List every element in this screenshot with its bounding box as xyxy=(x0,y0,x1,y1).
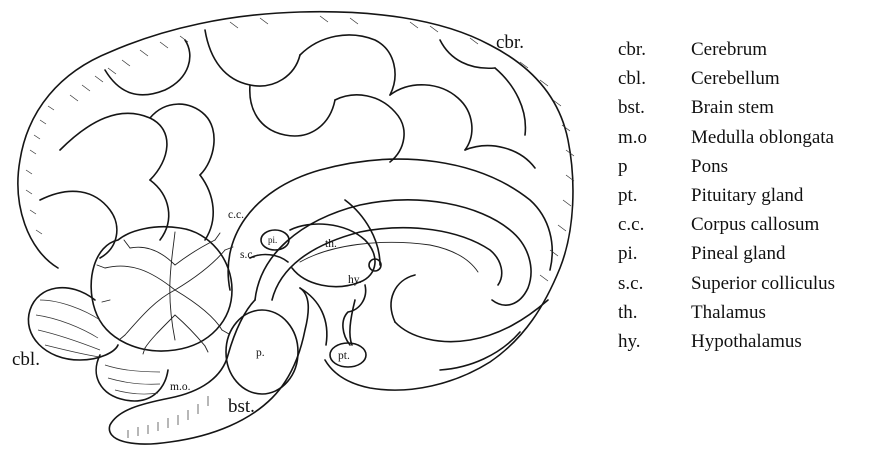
legend-name: Brain stem xyxy=(691,93,774,122)
legend-abbr: s.c. xyxy=(618,269,691,298)
label-sc: s.c. xyxy=(240,249,255,261)
legend-abbr: th. xyxy=(618,298,691,327)
legend-name: Pineal gland xyxy=(691,239,785,268)
legend-row: pi. Pineal gland xyxy=(618,239,874,268)
legend-row: bst. Brain stem xyxy=(618,93,874,122)
legend: cbr. Cerebrum cbl. Cerebellum bst. Brain… xyxy=(618,35,874,356)
legend-name: Medulla oblongata xyxy=(691,123,834,152)
legend-name: Cerebellum xyxy=(691,64,780,93)
brainstem-drawing xyxy=(109,288,327,444)
cerebellum-drawing xyxy=(28,227,233,401)
label-cc: c.c. xyxy=(228,209,244,221)
label-pt: pt. xyxy=(338,350,350,362)
legend-row: s.c. Superior colliculus xyxy=(618,269,874,298)
legend-abbr: hy. xyxy=(618,327,691,356)
legend-name: Pons xyxy=(691,152,728,181)
legend-abbr: p xyxy=(618,152,691,181)
legend-name: Pituitary gland xyxy=(691,181,803,210)
legend-abbr: cbr. xyxy=(618,35,691,64)
label-th: th. xyxy=(325,238,337,250)
legend-name: Hypothalamus xyxy=(691,327,802,356)
legend-abbr: bst. xyxy=(618,93,691,122)
label-cbl: cbl. xyxy=(12,349,40,370)
cerebrum-drawing xyxy=(18,12,574,390)
legend-abbr: m.o xyxy=(618,123,691,152)
legend-row: hy. Hypothalamus xyxy=(618,327,874,356)
legend-abbr: pt. xyxy=(618,181,691,210)
label-hy: hy. xyxy=(348,274,362,286)
brain-sagittal-diagram: cbr. cbl. bst. m.o. p. pt. c.c. pi. s.c.… xyxy=(0,0,600,450)
legend-abbr: cbl. xyxy=(618,64,691,93)
legend-abbr: c.c. xyxy=(618,210,691,239)
label-p: p. xyxy=(256,347,265,359)
legend-row: cbl. Cerebellum xyxy=(618,64,874,93)
legend-row: th. Thalamus xyxy=(618,298,874,327)
legend-row: p Pons xyxy=(618,152,874,181)
legend-name: Superior colliculus xyxy=(691,269,835,298)
legend-abbr: pi. xyxy=(618,239,691,268)
legend-row: cbr. Cerebrum xyxy=(618,35,874,64)
legend-name: Corpus callosum xyxy=(691,210,819,239)
legend-row: m.o Medulla oblongata xyxy=(618,123,874,152)
label-pi: pi. xyxy=(268,235,277,245)
legend-row: pt. Pituitary gland xyxy=(618,181,874,210)
legend-row: c.c. Corpus callosum xyxy=(618,210,874,239)
label-cbr: cbr. xyxy=(496,32,524,53)
label-bst: bst. xyxy=(228,396,255,417)
label-mo: m.o. xyxy=(170,381,191,393)
legend-name: Cerebrum xyxy=(691,35,767,64)
legend-name: Thalamus xyxy=(691,298,766,327)
